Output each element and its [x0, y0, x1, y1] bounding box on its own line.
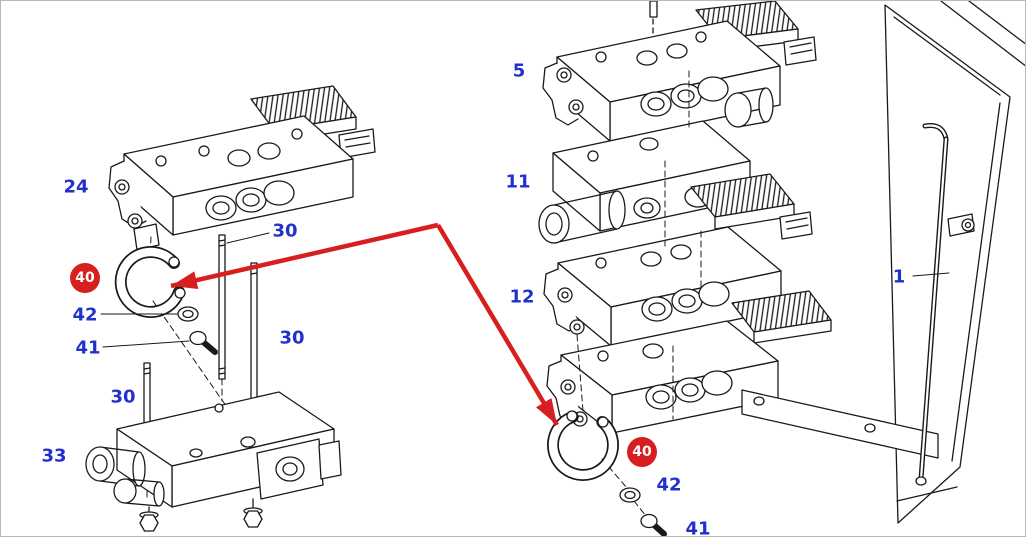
valve-section-5	[542, 1, 817, 142]
part-label-41-right: 41	[685, 518, 711, 537]
part-label-42-right: 42	[656, 474, 682, 496]
red-arrow-left	[170, 222, 439, 289]
bolt-41-right	[640, 513, 667, 536]
clamp-40-right	[547, 410, 619, 481]
part-label-30-b: 30	[279, 327, 305, 349]
ring-42-right	[619, 487, 641, 503]
part-label-24: 24	[63, 176, 89, 198]
bolt-41-left	[189, 330, 218, 355]
highlight-arrows	[170, 222, 559, 427]
valve-block-33	[85, 391, 342, 532]
part-label-5: 5	[512, 60, 526, 82]
ring-42-left	[177, 306, 199, 322]
valve-block-24	[108, 85, 376, 251]
part-label-1: 1	[892, 266, 906, 288]
mount-bracket-1	[741, 1, 1025, 524]
valve-section-12	[543, 173, 813, 347]
red-arrow-right	[436, 223, 559, 427]
center-lines	[146, 70, 702, 517]
part-label-12: 12	[509, 286, 535, 308]
valve-section-bottom	[546, 290, 832, 434]
clamp-40-left	[114, 245, 186, 318]
callout-40-right[interactable]: 40	[627, 437, 657, 467]
part-label-30-a: 30	[272, 220, 298, 242]
leader-lines	[100, 232, 950, 348]
callout-40-left[interactable]: 40	[70, 263, 100, 293]
part-label-11: 11	[505, 171, 531, 193]
handle-rod-bracket	[915, 123, 975, 486]
part-label-42-left: 42	[72, 304, 98, 326]
part-label-30-c: 30	[110, 386, 136, 408]
part-label-41-left: 41	[75, 337, 101, 359]
part-label-33: 33	[41, 445, 67, 467]
valve-section-11	[538, 120, 751, 244]
